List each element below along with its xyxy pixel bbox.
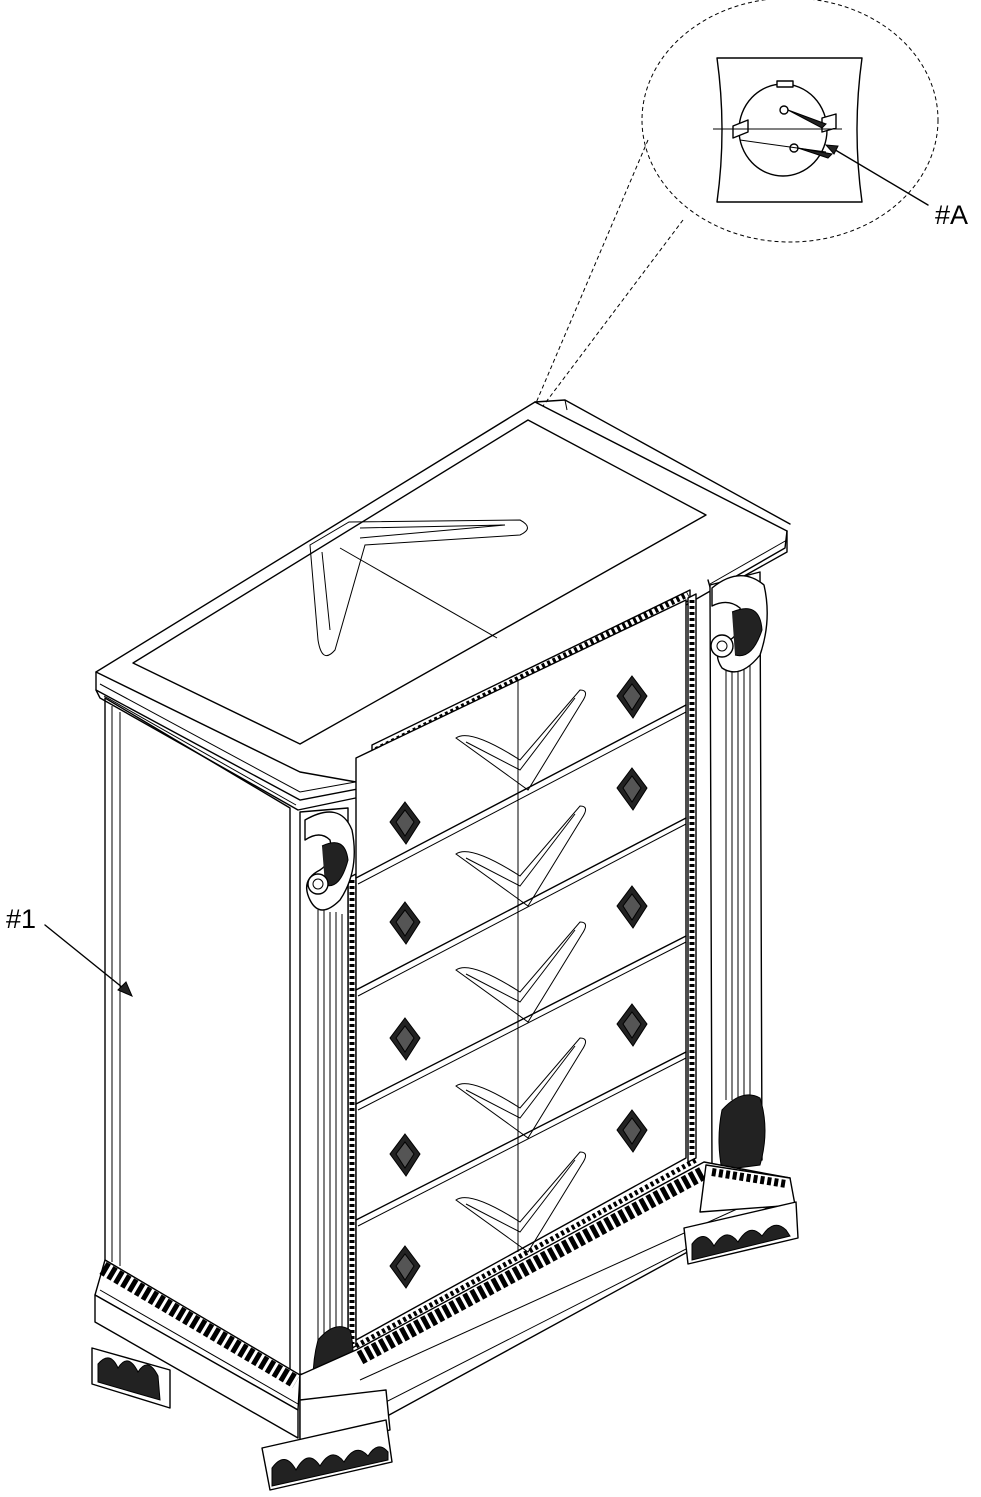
drawer-pulls [389, 675, 648, 1289]
pull-3-left [389, 1017, 421, 1061]
detail-wire-loop [738, 83, 828, 177]
pull-5-right [616, 1109, 648, 1153]
left-corbel [304, 811, 355, 911]
pull-1-left [389, 801, 421, 845]
bead-top [374, 591, 690, 753]
top-inlay [132, 419, 707, 745]
drawer-stack [355, 599, 687, 1341]
pull-5-left [389, 1245, 421, 1289]
detail-leader-right [539, 219, 684, 411]
left-pilaster [299, 807, 355, 1406]
foot-front-left [261, 1419, 393, 1491]
right-corbel [710, 575, 768, 673]
detail-screw-axis-2 [739, 139, 827, 153]
pull-3-right [616, 885, 648, 929]
left-side-panel [104, 697, 291, 1371]
pull-1-right [616, 675, 648, 719]
top-inlay-seam [339, 547, 498, 639]
right-acanthus [718, 1094, 766, 1171]
feet [91, 1201, 799, 1491]
foot-front-right [683, 1201, 799, 1265]
pointer-hardware [831, 147, 929, 206]
bead-bottom [354, 1157, 698, 1349]
detail-wall-panel [716, 57, 863, 203]
drawer-face-area [355, 599, 687, 1341]
label-part-hardware: #A [935, 200, 968, 230]
plinth [94, 1161, 796, 1449]
pull-2-left [389, 901, 421, 945]
drawer-chevrons [455, 689, 586, 1253]
detail-screw-upper [779, 105, 827, 129]
chest-top [95, 399, 791, 811]
label-part-main: #1 [6, 904, 36, 934]
pull-2-right [616, 767, 648, 811]
right-pilaster [709, 571, 768, 1173]
carved-band-front [356, 1165, 709, 1365]
foot-rear-left [91, 1347, 171, 1409]
pull-4-left [389, 1133, 421, 1177]
pointer-main-arrow [117, 981, 133, 997]
detail-wire-crimp [776, 80, 794, 88]
detail-circle [641, 0, 939, 243]
pointer-hardware-arrow [824, 144, 839, 155]
detail-leader-left [532, 139, 649, 411]
detail-callout [532, 0, 939, 411]
carved-band-left [99, 1261, 300, 1389]
pull-4-right [616, 1003, 648, 1047]
pointer-main [44, 924, 133, 997]
top-chevron [309, 519, 528, 657]
detail-screw-lower [789, 143, 834, 159]
